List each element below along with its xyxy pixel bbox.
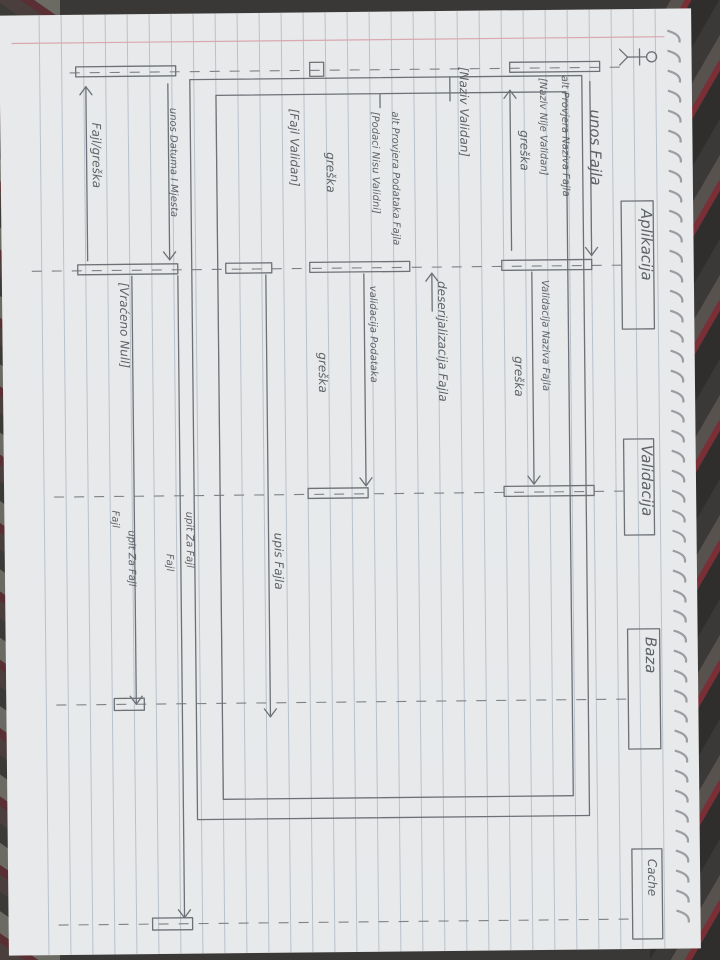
arrow-head-greska-return: [503, 89, 517, 100]
activation-aplikacija-4: [77, 263, 179, 276]
activation-validacija-1: [503, 484, 595, 498]
activation-baza: [113, 697, 146, 712]
lifeline-label-baza: Baza: [642, 637, 660, 674]
msg-podaci-nisu-validni: [Podaci Nisu Validni]: [369, 112, 381, 214]
msg-alt-provjera-naziva: alt Provjera Naziva Fajla: [559, 76, 571, 197]
activation-aplikacija-1: [501, 258, 593, 272]
msg-alt-provjera-podataka: alt Provjera Podataka Fajla: [389, 111, 401, 245]
msg-naziv-validan: [Naziv Validan]: [457, 67, 472, 158]
notebook-page: Aplikacija Validacija Baza Cache unos Fa…: [0, 8, 701, 956]
msg-greska-3: greška: [512, 356, 526, 397]
arrow-greska-return: [509, 89, 513, 251]
lifeline-label-validacija: Validacija: [638, 445, 657, 517]
lifeline-header-validacija: [622, 438, 656, 536]
activation-aplikacija-3: [225, 262, 273, 274]
arrow-upis-fajla: [265, 274, 272, 718]
arrow-head-unos-datuma: [162, 251, 177, 261]
user-actor-icon: [618, 48, 658, 66]
msg-validacija-podataka: validacija Podataka: [367, 286, 379, 383]
msg-unos-fajla: unos Fajla: [586, 109, 605, 185]
arrow-head-deserijalizacija: [425, 272, 439, 282]
lifeline-label-cache: Cache: [645, 859, 659, 896]
msg-naziv-nije-validan: [Naziv Nije Validan]: [537, 78, 549, 176]
activation-aplikacija-2: [309, 260, 411, 274]
activation-actor-2: [74, 65, 177, 78]
arrow-head-validacija-podataka: [359, 477, 373, 487]
msg-fajl-1: Fajl: [164, 554, 175, 572]
ruled-lines: [38, 8, 666, 956]
lifeline-header-baza: [626, 628, 662, 750]
arrow-head-unos-fajla: [584, 246, 599, 257]
activation-validacija-2: [307, 487, 369, 500]
lifeline-label-aplikacija: Aplikacija: [637, 208, 656, 281]
lifeline-header-cache: [631, 848, 664, 940]
arrow-upit-za-fajl-2: [131, 275, 137, 705]
msg-greska-4: greška: [316, 352, 330, 393]
arrow-fajl-greska: [85, 86, 89, 262]
activation-cache: [151, 917, 194, 931]
msg-greska-1: greška: [517, 130, 531, 171]
arrow-head-upis-fajla: [263, 708, 278, 718]
msg-upit-za-fajl-2: upit Za Fajl: [125, 530, 137, 586]
alt-frame-inner: [215, 91, 574, 800]
spiral-binding: [666, 29, 690, 923]
msg-deserijalizacija: deserijalizacija Fajla: [435, 281, 450, 402]
lifeline-baza: [46, 698, 627, 706]
margin-line: [11, 36, 665, 45]
activation-actor-3: [308, 61, 325, 78]
msg-validacija-naziva: Validacija Naziva Fajla: [539, 280, 551, 391]
arrow-upit-za-fajl-1: [177, 275, 186, 919]
msg-unos-datuma: unos Datuma I Mjesta: [167, 108, 179, 217]
arrow-validacija-naziva: [531, 271, 535, 485]
msg-fajl-greska: Fajl/greška: [89, 123, 104, 189]
arrow-unos-fajla: [589, 80, 593, 257]
lifeline-cache: [58, 918, 629, 926]
msg-fajl-2: Fajl: [109, 510, 120, 528]
arrow-head-validacija-naziva: [527, 475, 541, 485]
alt-frame-outer: [189, 74, 591, 821]
arrow-unos-datuma: [167, 83, 171, 261]
arrow-head-upit-za-fajl-1: [177, 909, 192, 919]
msg-vraceno-null: [Vraćeno Null]: [117, 282, 132, 368]
arrow-head-fajl-greska: [79, 86, 93, 96]
arrow-head-upit-za-fajl-2: [129, 695, 143, 705]
msg-fajl-validan: [Fajl Validan]: [287, 108, 302, 187]
lifeline-validacija: [44, 490, 625, 498]
msg-greska-2: greška: [324, 152, 338, 193]
arrow-validacija-podataka: [363, 273, 367, 487]
msg-upis-fajla: upis Fajla: [272, 533, 287, 590]
activation-actor-1: [508, 60, 601, 73]
msg-upit-za-fajl-1: upit Za Fajl: [183, 512, 195, 568]
sequence-diagram: Aplikacija Validacija Baza Cache unos Fa…: [11, 8, 690, 956]
